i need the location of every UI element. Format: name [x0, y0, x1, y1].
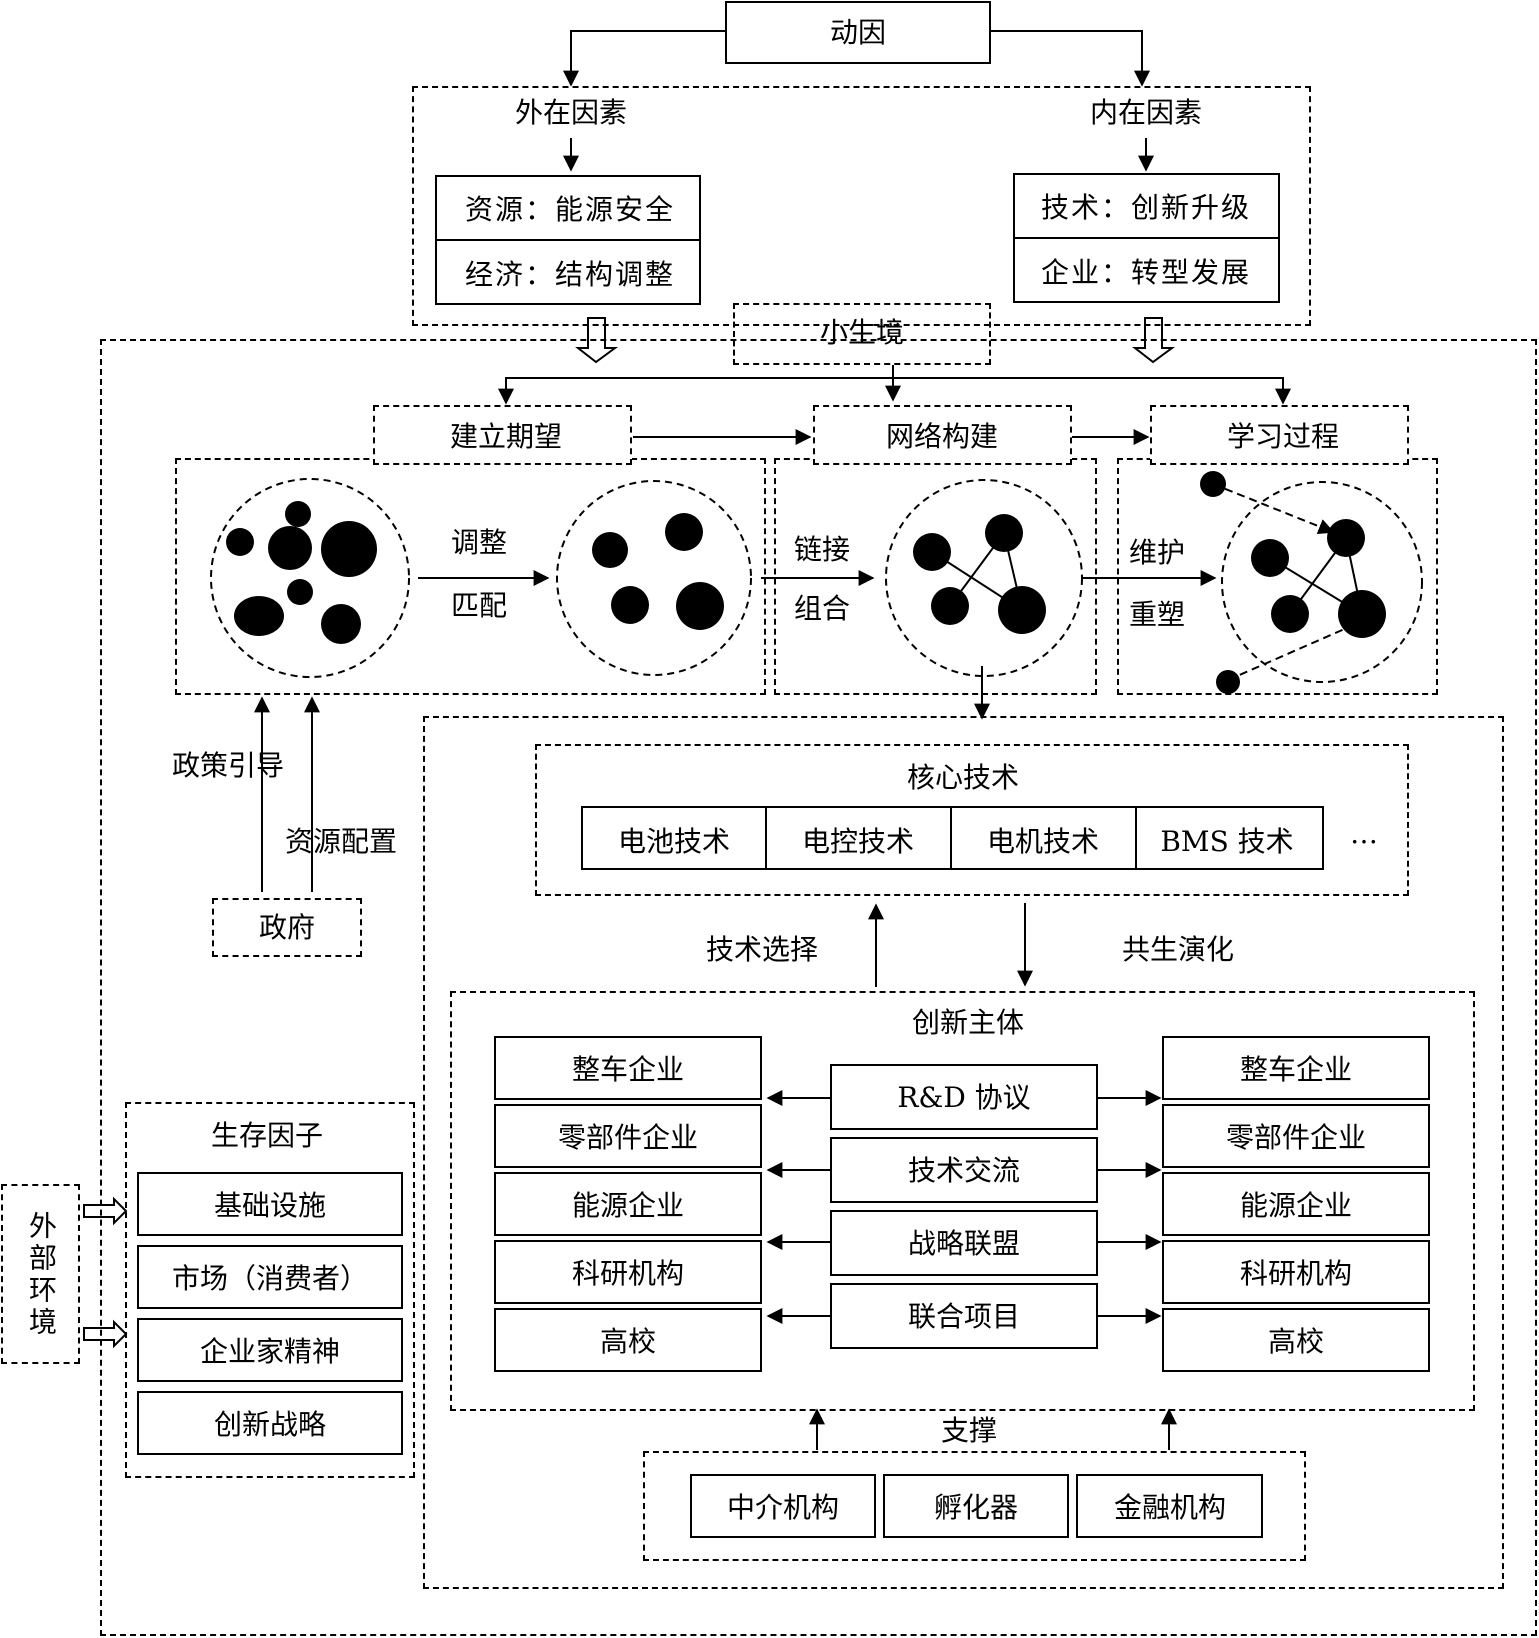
- arrow-label-adjust: 调整: [450, 526, 508, 559]
- innov-right-4: [1162, 1240, 1430, 1304]
- arrow-label-reshape: 重塑: [1128, 598, 1186, 631]
- innovation-title: 创新主体: [911, 1006, 1025, 1039]
- tech-system-container: [423, 716, 1504, 1589]
- innov-right-label-5: 高校: [1267, 1325, 1325, 1358]
- internal-factor-label: 内在因素: [1089, 96, 1203, 129]
- support-title: 支撑: [940, 1414, 998, 1447]
- support-item-2: 孵化器: [933, 1491, 1019, 1524]
- innov-left-label-1: 整车企业: [571, 1053, 685, 1086]
- external-factor-label: 外在因素: [514, 96, 628, 129]
- stage-network-box: [813, 405, 1072, 465]
- stage-network-label: 网络构建: [885, 420, 999, 453]
- support-cell-1: [690, 1474, 876, 1538]
- core-tech-container: [535, 744, 1409, 896]
- innov-mid-3: [830, 1210, 1098, 1276]
- innov-mid-label-4: 联合项目: [907, 1300, 1021, 1333]
- survival-cell-2: [137, 1245, 403, 1309]
- core-tech-more: …: [1350, 817, 1378, 850]
- coevolve-label: 共生演化: [1121, 933, 1235, 966]
- core-tech-cell-3: [950, 806, 1137, 870]
- government-box: [212, 898, 362, 957]
- stage-expect-box: [373, 405, 632, 465]
- innov-right-label-4: 科研机构: [1239, 1257, 1353, 1290]
- core-tech-item-3: 电机技术: [986, 825, 1100, 858]
- support-item-1: 中介机构: [726, 1491, 840, 1524]
- core-tech-item-4: BMS 技术: [1160, 825, 1294, 858]
- niche-label: 小生境: [819, 316, 905, 349]
- stage-expect-label: 建立期望: [449, 420, 563, 453]
- innov-left-1: [494, 1036, 762, 1100]
- expect-panel: [175, 458, 766, 695]
- factors-container: [412, 86, 1311, 326]
- internal-item-2: 企业：转型发展: [1040, 256, 1252, 289]
- innov-right-3: [1162, 1172, 1430, 1236]
- external-env-box: [1, 1184, 80, 1364]
- niche-label-box: [733, 303, 991, 365]
- innov-mid-label-3: 战略联盟: [907, 1227, 1021, 1260]
- survival-cell-1: [137, 1172, 403, 1236]
- survival-item-1: 基础设施: [213, 1189, 327, 1222]
- government-label: 政府: [258, 911, 316, 944]
- innov-left-4: [494, 1240, 762, 1304]
- survival-cell-4: [137, 1391, 403, 1455]
- innov-right-label-1: 整车企业: [1239, 1053, 1353, 1086]
- arrow-label-maintain: 维护: [1128, 536, 1186, 569]
- stage-learn-box: [1150, 405, 1409, 465]
- innov-left-5: [494, 1308, 762, 1372]
- arrow-label-link: 链接: [793, 533, 851, 566]
- internal-divider: [1013, 237, 1280, 239]
- external-item-1: 资源：能源安全: [464, 193, 676, 226]
- tech-select-label: 技术选择: [705, 933, 819, 966]
- survival-item-2: 市场（消费者）: [171, 1262, 369, 1295]
- innov-mid-4: [830, 1283, 1098, 1349]
- survival-item-3: 企业家精神: [199, 1335, 341, 1368]
- core-tech-item-2: 电控技术: [801, 825, 915, 858]
- innovation-container: [450, 991, 1475, 1411]
- innov-mid-label-2: 技术交流: [907, 1154, 1021, 1187]
- root-box: [725, 1, 991, 64]
- core-tech-title: 核心技术: [906, 761, 1020, 794]
- learn-panel: [1117, 458, 1438, 695]
- root-label: 动因: [829, 16, 887, 49]
- innov-right-1: [1162, 1036, 1430, 1100]
- arrow-label-combine: 组合: [793, 592, 851, 625]
- innov-right-label-2: 零部件企业: [1225, 1121, 1367, 1154]
- innov-right-5: [1162, 1308, 1430, 1372]
- innov-left-2: [494, 1104, 762, 1168]
- core-tech-cell-4: [1135, 806, 1324, 870]
- innov-mid-1: [830, 1064, 1098, 1130]
- core-tech-cell-2: [765, 806, 952, 870]
- innov-mid-2: [830, 1137, 1098, 1203]
- innov-mid-label-1: R&D 协议: [897, 1081, 1031, 1114]
- support-container: [643, 1451, 1306, 1561]
- innov-right-2: [1162, 1104, 1430, 1168]
- stage-learn-label: 学习过程: [1226, 420, 1340, 453]
- innov-left-3: [494, 1172, 762, 1236]
- core-tech-item-1: 电池技术: [617, 825, 731, 858]
- support-cell-3: [1076, 1474, 1263, 1538]
- survival-item-4: 创新战略: [213, 1408, 327, 1441]
- support-cell-2: [883, 1474, 1069, 1538]
- innov-left-label-3: 能源企业: [571, 1189, 685, 1222]
- innov-left-label-2: 零部件企业: [557, 1121, 699, 1154]
- external-env-label: 外部环境: [25, 1211, 58, 1339]
- arrow-label-match: 匹配: [450, 589, 508, 622]
- resource-allocation-label: 资源配置: [284, 825, 398, 858]
- internal-item-1: 技术：创新升级: [1040, 191, 1252, 224]
- survival-container: [125, 1102, 415, 1478]
- innov-left-label-4: 科研机构: [571, 1257, 685, 1290]
- survival-cell-3: [137, 1318, 403, 1382]
- core-tech-cell-1: [581, 806, 767, 870]
- network-panel: [774, 458, 1097, 695]
- innov-left-label-5: 高校: [599, 1325, 657, 1358]
- policy-guide-label: 政策引导: [171, 749, 285, 782]
- survival-title: 生存因子: [210, 1119, 324, 1152]
- niche-container: [100, 339, 1537, 1636]
- external-divider: [435, 239, 701, 241]
- external-item-2: 经济：结构调整: [464, 258, 676, 291]
- innov-right-label-3: 能源企业: [1239, 1189, 1353, 1222]
- support-item-3: 金融机构: [1113, 1491, 1227, 1524]
